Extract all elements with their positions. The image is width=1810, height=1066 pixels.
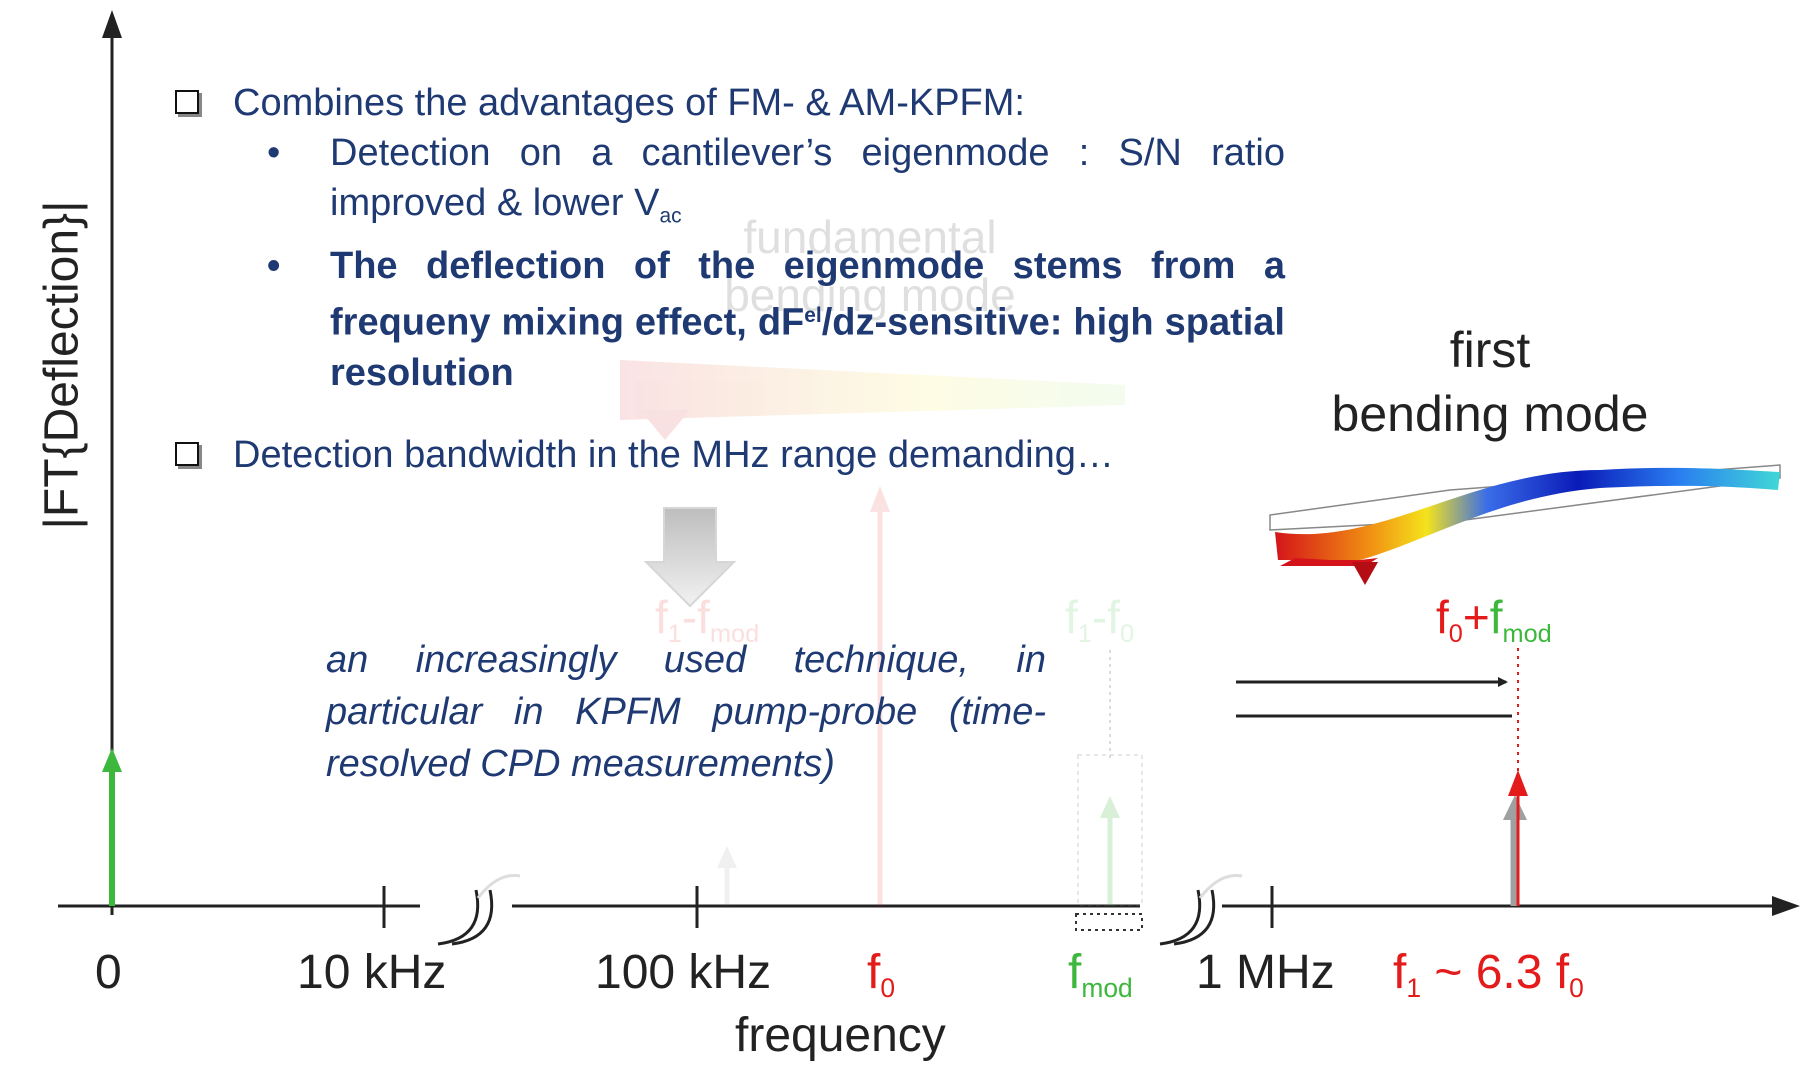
label-f1-minus-f0: f1-f0 [1065,591,1135,648]
fmod-bracket [1075,913,1143,931]
bullet-1a: • Detection on a cantilever’s eigenmode … [175,128,1285,241]
tick-label-0: 0 [95,946,122,999]
f1-gray-peak-head [1503,795,1527,820]
checkbox-icon [175,90,199,114]
label-f0: f0 [867,946,896,1004]
bullet-list: Combines the advantages of FM- & AM-KPFM… [175,78,1285,480]
bullet-dot-icon: • [267,132,281,174]
faded-f1-minus-fmod-peak [717,846,737,906]
faded-fmod-peak [1077,754,1143,906]
first-bending-mode-label: first bending mode [1290,318,1690,446]
y-axis-label: |FT{Deflection}| [35,200,89,530]
italic-note: an increasingly used technique, in parti… [326,639,1046,785]
y-axis-arrowhead [102,10,122,38]
bullet-dot-icon: • [267,245,281,288]
mode-label-line1: first [1449,322,1531,378]
axis-break-2 [1159,873,1243,946]
bullet-1: Combines the advantages of FM- & AM-KPFM… [175,78,1285,128]
x-axis-arrowhead [1772,896,1800,916]
tick-label-10khz: 10 kHz [297,946,447,999]
sideband-red-peak-head [1508,770,1528,796]
label-f0-plus-fmod: f0+fmod [1436,591,1552,648]
tick-label-1mhz: 1 MHz [1196,946,1335,999]
faded-f0-peak [870,486,890,906]
axis-break-1 [437,873,521,946]
label-fmod: fmod [1068,946,1133,1004]
faded-cantilever [620,360,1125,440]
faded-mode-label: fundamental bending mode [724,211,1016,321]
bullet-2: Detection bandwidth in the MHz range dem… [175,430,1285,480]
tick-label-100khz: 100 kHz [595,946,772,999]
mode-label-line2: bending mode [1331,386,1649,442]
label-f1: f1 ~ 6.3 f0 [1393,946,1584,1004]
cantilever-image [1269,464,1781,585]
down-arrow [643,507,737,608]
checkbox-icon [175,441,199,466]
x-axis-label: frequency [735,1009,946,1062]
green-dc-peak-head [102,748,122,772]
label-f1-minus-fmod: f1-fmod [655,591,760,648]
bullet-1b: • The deflection of the eigenmode stems … [175,241,1285,398]
